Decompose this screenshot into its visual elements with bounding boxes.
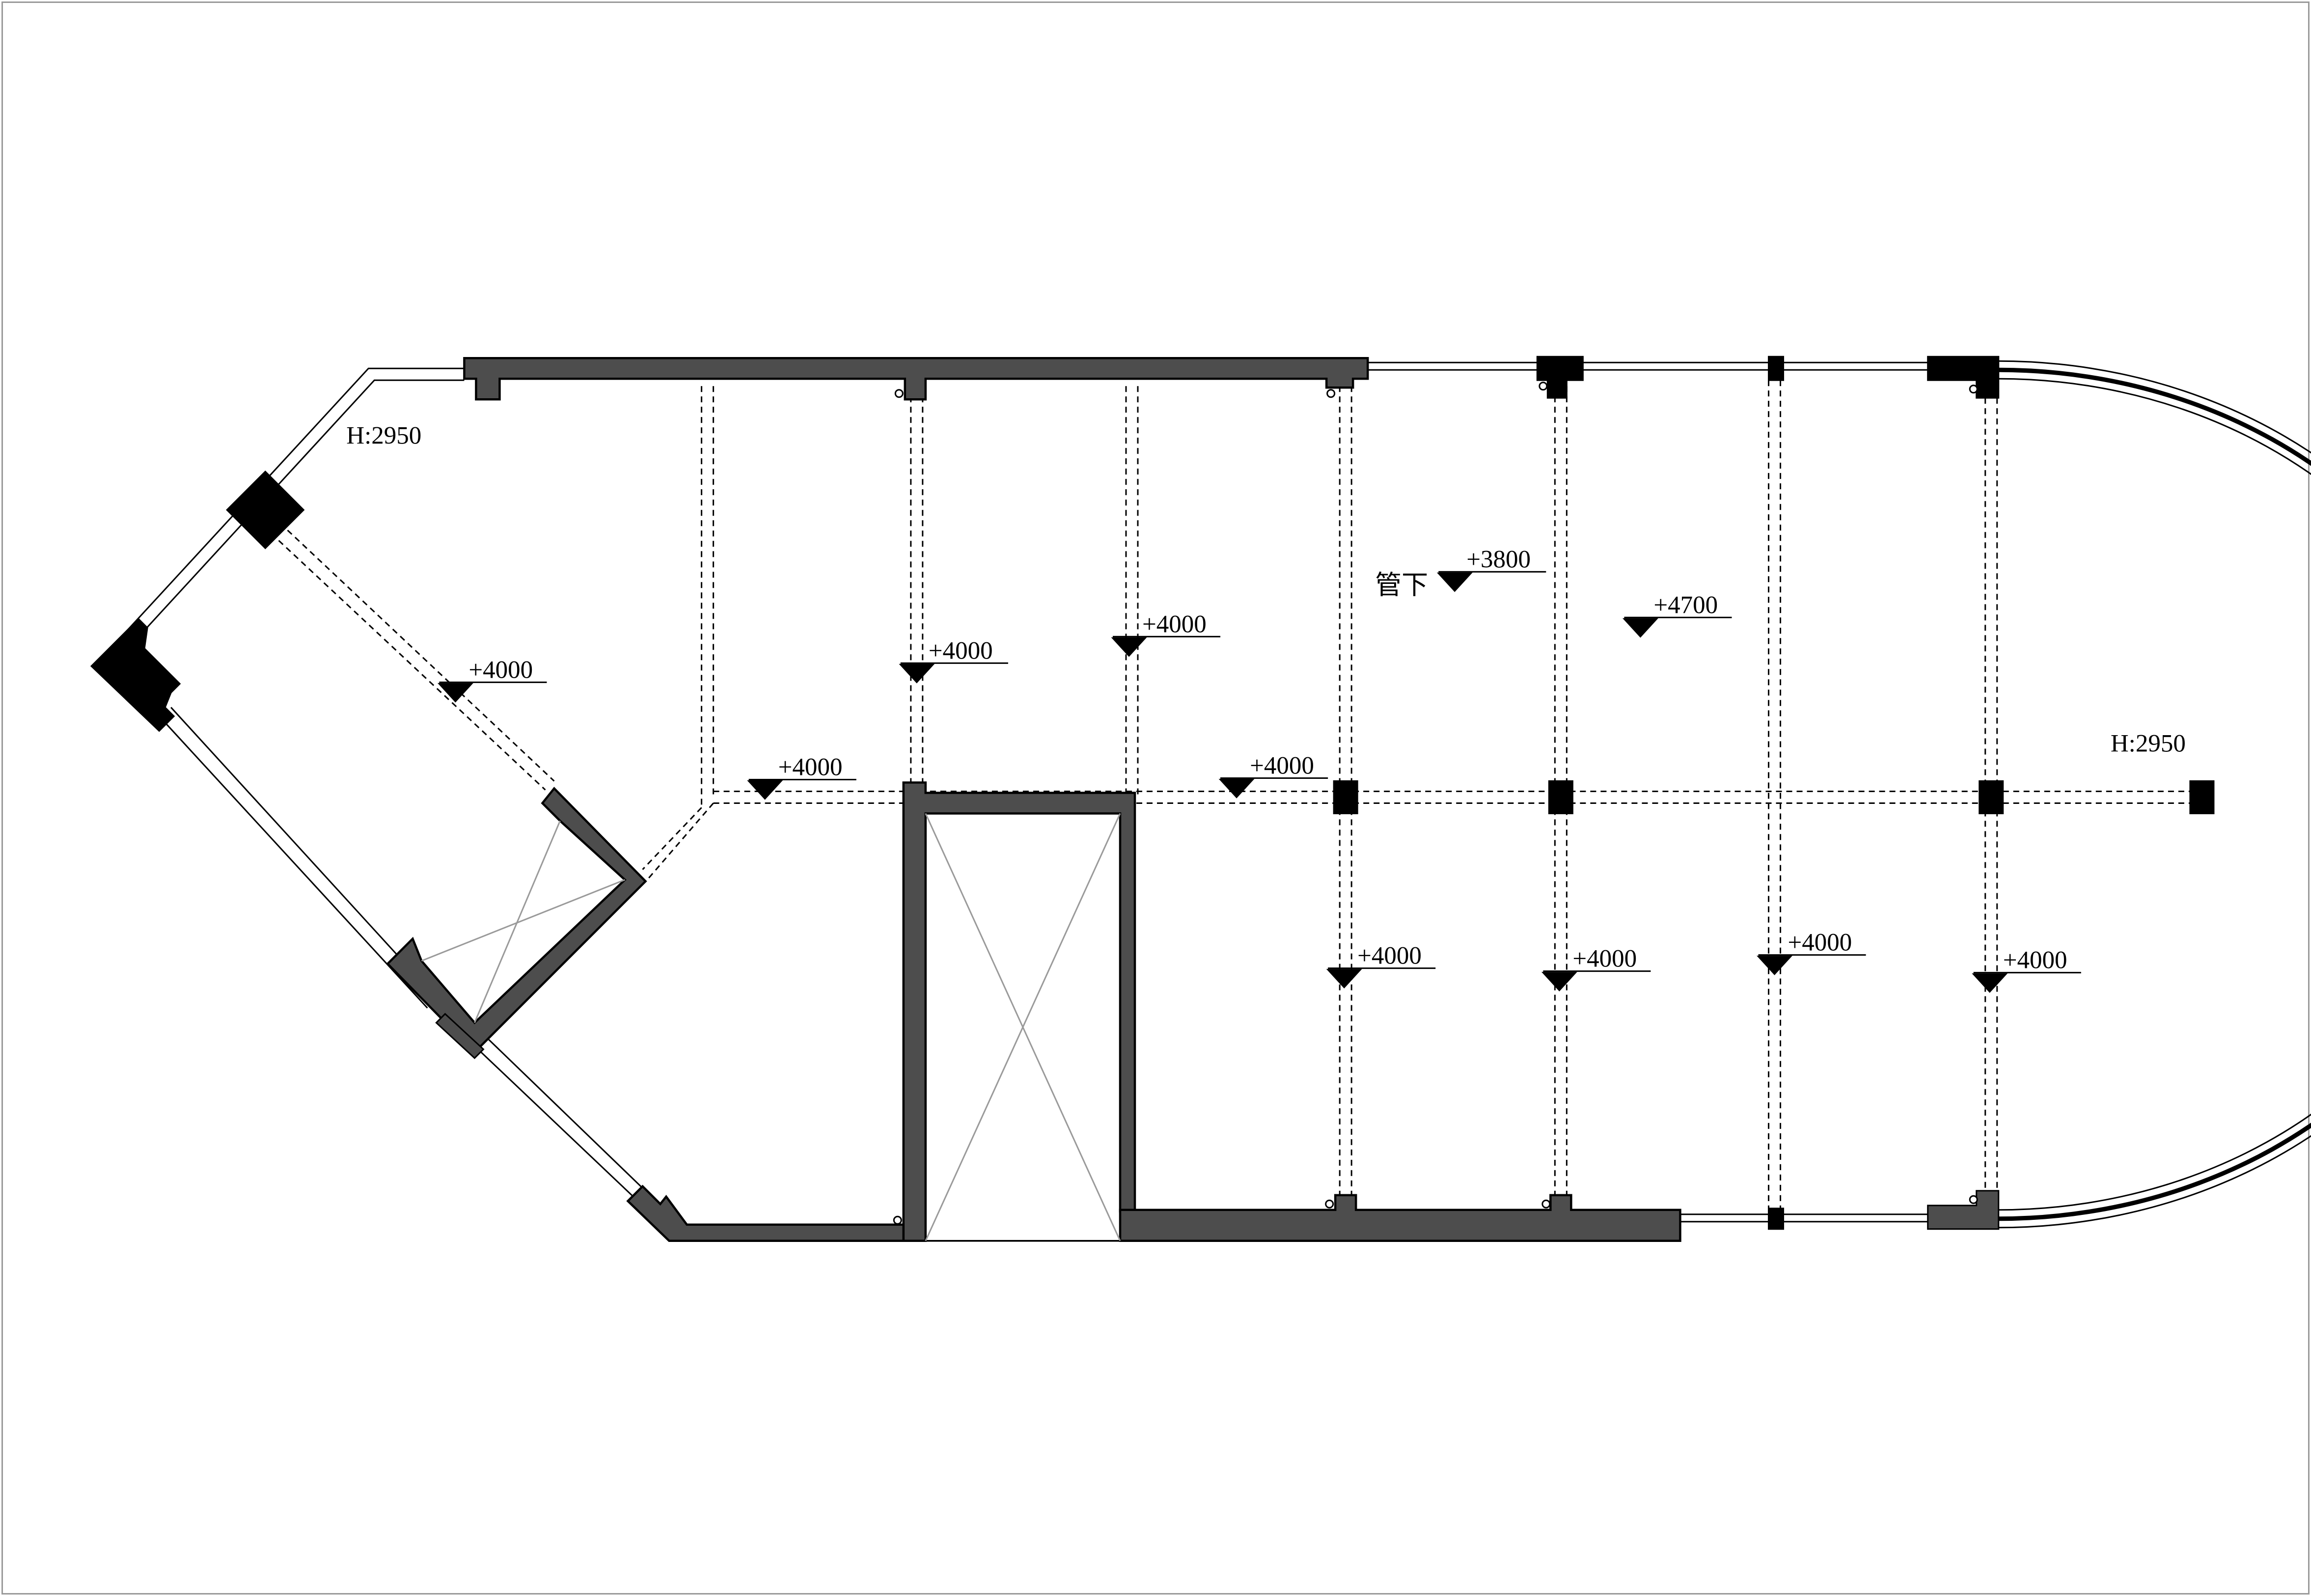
column-top-1 — [1536, 356, 1584, 399]
elevation-label: +4000 — [929, 637, 993, 664]
elevation-marker — [1622, 616, 1732, 638]
pipe-note: 管下 — [1375, 569, 1428, 600]
elevation-marker — [1436, 571, 1546, 592]
elevation-marker — [899, 662, 1008, 684]
elevation-symbols — [437, 571, 2081, 993]
elevation-marker — [1111, 635, 1221, 657]
shaft-crosses — [421, 812, 1121, 1242]
column-top-2 — [1768, 356, 1785, 381]
elevation-marker — [1326, 967, 1436, 989]
height-note-right: H:2950 — [2111, 730, 2186, 757]
column-c3 — [1979, 780, 2004, 815]
height-note-left: H:2950 — [346, 422, 421, 449]
elevation-label: +4000 — [468, 656, 533, 684]
elevation-marker — [1218, 777, 1328, 798]
elevation-label: +4000 — [1788, 929, 1852, 957]
column-c2 — [1548, 780, 1573, 815]
elevation-marker — [1972, 972, 2081, 993]
elevation-marker — [1541, 970, 1651, 991]
elevation-label: +4000 — [1142, 610, 1207, 638]
elevation-label: +4000 — [1572, 945, 1637, 973]
columns — [90, 356, 2215, 1230]
elevation-label: +4000 — [1250, 752, 1314, 779]
column-top-left — [226, 470, 305, 550]
elevation-label: +4000 — [778, 753, 843, 781]
column-c4 — [2189, 780, 2215, 815]
glazing-lines — [93, 360, 2311, 1229]
beam-lines — [271, 380, 2199, 1211]
pipe-markers — [893, 382, 1978, 1225]
column-bottom-3 — [1927, 1190, 2000, 1230]
column-lower-left — [435, 1013, 485, 1059]
elevation-marker — [747, 778, 856, 800]
elevation-marker — [437, 681, 547, 703]
walls — [386, 357, 1681, 1242]
column-left-edge — [90, 618, 181, 732]
labels: H:2950 H:2950 管下 +4000 +4000 +4000 +4000… — [346, 422, 2186, 974]
elevation-label: +4000 — [2003, 947, 2067, 974]
elevation-marker — [1757, 954, 1866, 975]
column-top-3 — [1927, 356, 2000, 399]
elevation-label: +3800 — [1466, 546, 1531, 573]
elevation-label: +4000 — [1357, 942, 1422, 970]
elevation-label: +4700 — [1653, 591, 1718, 619]
column-c1 — [1333, 780, 1358, 815]
column-bottom-2 — [1768, 1208, 1785, 1230]
